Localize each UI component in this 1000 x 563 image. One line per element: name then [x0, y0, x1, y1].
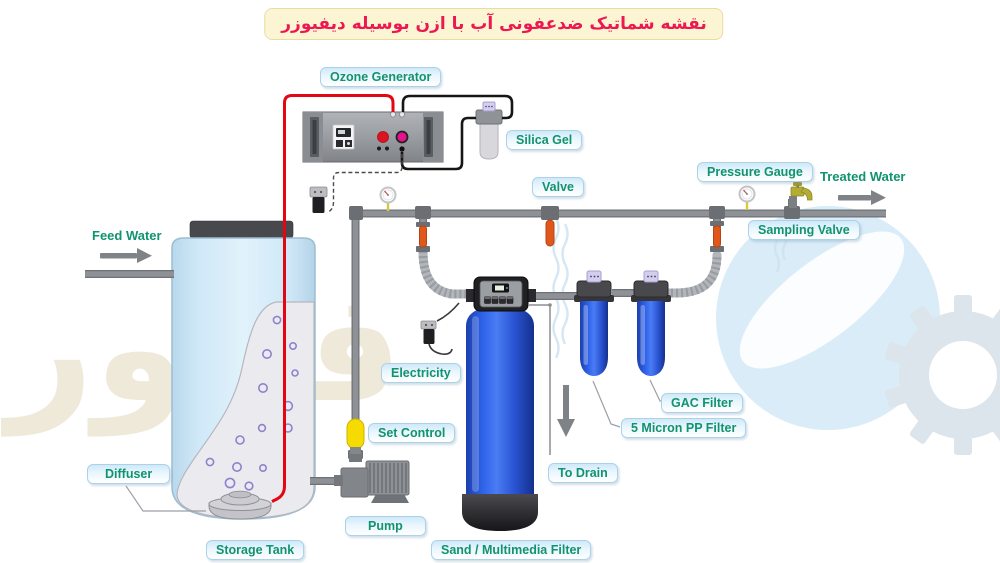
power-cord-dashed [326, 154, 403, 214]
sampling-valve-faucet [789, 182, 813, 208]
label-electricity: Electricity [381, 363, 461, 383]
elbow-fitting [349, 206, 363, 220]
label-sand-multimedia-filter: Sand / Multimedia Filter [431, 540, 592, 560]
silica-gel-dryer [475, 101, 503, 160]
pressure-gauge-right [738, 185, 756, 210]
label-silica-gel: Silica Gel [506, 130, 583, 150]
label-to-drain: To Drain [548, 463, 618, 483]
label-storage-tank: Storage Tank [206, 540, 305, 560]
flex-hose-inlet [418, 246, 477, 299]
gac-filter [631, 270, 671, 376]
label-sampling-valve: Sampling Valve [748, 220, 860, 240]
ozone-button [395, 130, 409, 144]
bypass-valve-body [541, 206, 559, 220]
tee-inlet [415, 206, 431, 219]
power-button [377, 131, 389, 143]
to-drain-arrow [557, 385, 575, 437]
label-pressure-gauge: Pressure Gauge [697, 162, 813, 182]
five-micron-pp-filter [574, 270, 614, 376]
label-treated-water: Treated Water [820, 169, 906, 184]
label-feed-water: Feed Water [92, 228, 162, 243]
ozone-bubbles [205, 315, 299, 491]
filter-control-head [466, 276, 536, 312]
label-gac-filter: GAC Filter [661, 393, 743, 413]
label-pump: Pump [345, 516, 426, 536]
set-control-switch [346, 418, 365, 454]
diffuser-disc [208, 490, 272, 520]
tee-outlet [709, 206, 725, 219]
label-valve: Valve [532, 177, 584, 197]
tank-cap [189, 220, 294, 239]
power-plug-filter [420, 302, 460, 355]
drain-line [528, 303, 552, 455]
diagram-title: نقشه شماتیک ضدعفونی آب با ازن بوسیله دیف… [264, 8, 724, 40]
pressure-gauge-left [379, 186, 397, 211]
power-plug-ozone [309, 186, 328, 213]
sampling-tee [784, 206, 800, 219]
air-tube-black [400, 94, 514, 171]
storage-tank [171, 220, 316, 520]
outlet-valve-handle [713, 225, 721, 248]
feed-water-arrow [100, 248, 152, 263]
label-diffuser: Diffuser [87, 464, 171, 484]
sand-multimedia-filter [462, 276, 552, 531]
treated-water-arrow [838, 190, 886, 205]
label-ozone-generator: Ozone Generator [320, 67, 442, 87]
ozone-tube-red [271, 94, 395, 503]
watermark-gear [884, 295, 1000, 455]
pump [334, 452, 410, 503]
ozone-generator [302, 111, 444, 163]
label-five-micron-pp-filter: 5 Micron PP Filter [621, 418, 747, 438]
label-set-control: Set Control [368, 423, 456, 443]
inlet-valve-handle [419, 225, 427, 248]
bypass-valve-handle [545, 219, 555, 247]
flex-hose-outlet [661, 250, 722, 298]
